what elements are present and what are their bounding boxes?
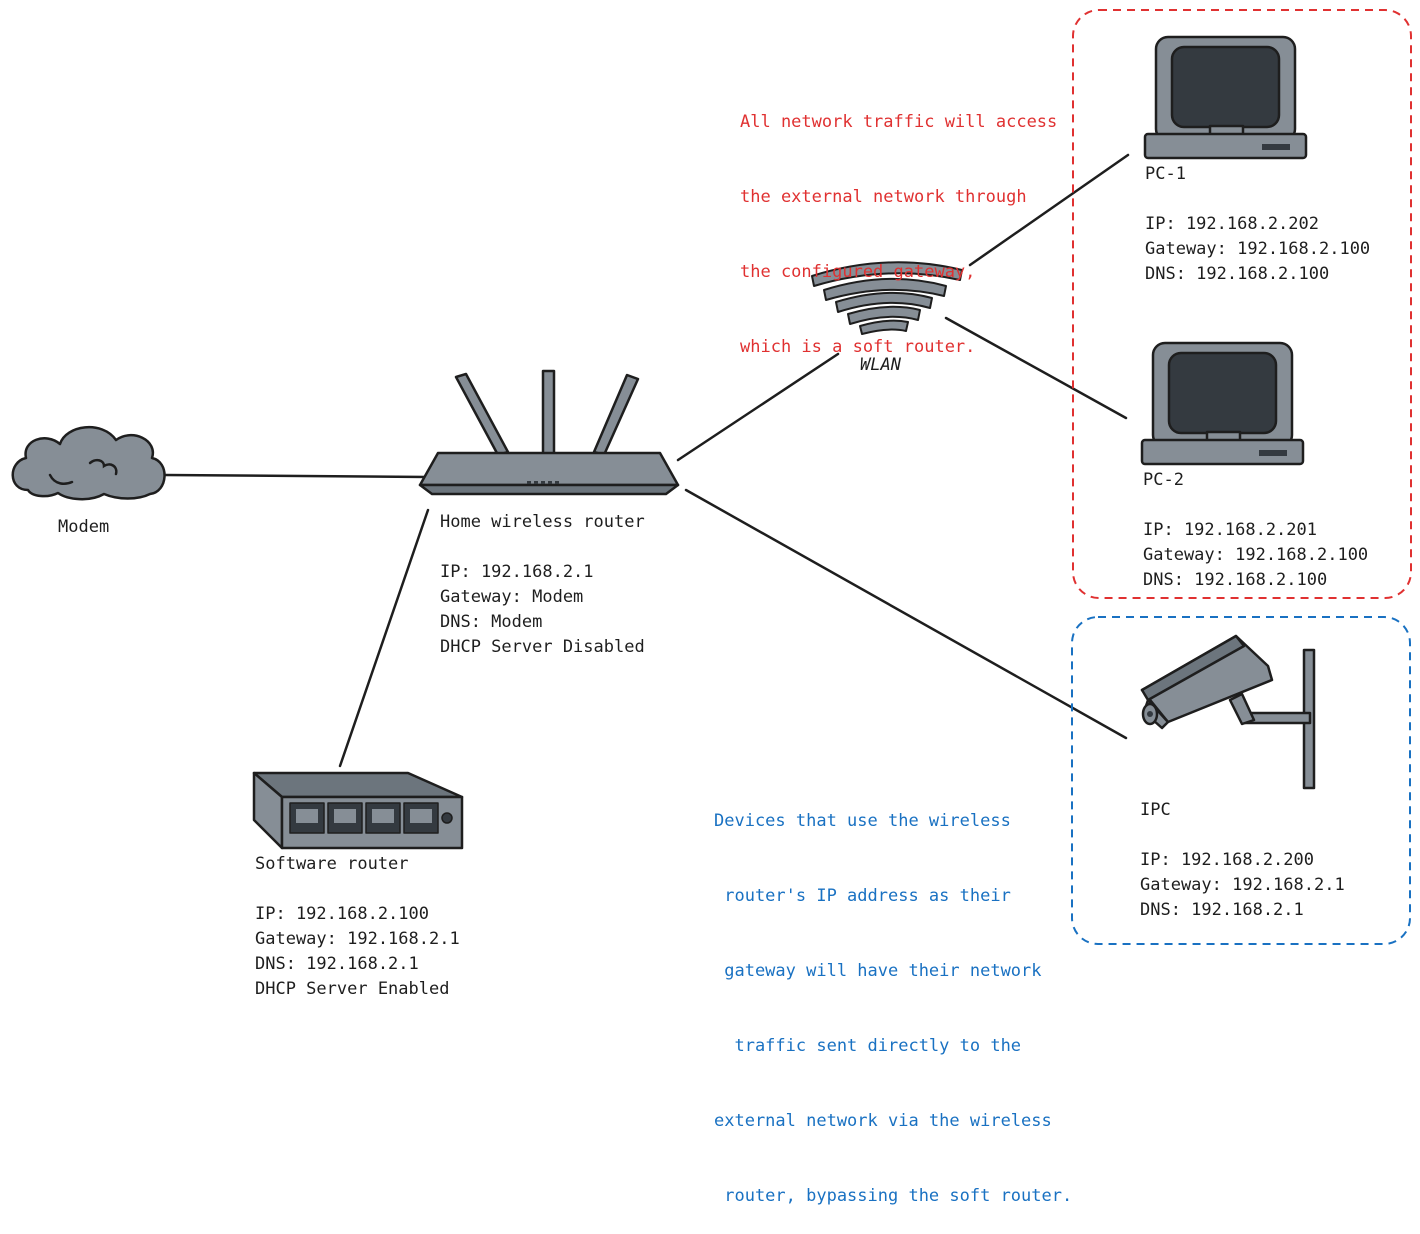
detail-ip: IP: 192.168.2.1 [440, 562, 594, 582]
link-wlan-pc1 [968, 153, 1130, 267]
note-line: the external network through [740, 187, 1027, 207]
network-diagram [11, 9, 1412, 945]
node-name: Home wireless router [440, 512, 645, 532]
detail-ip: IP: 192.168.2.201 [1143, 520, 1317, 540]
detail-dns: DNS: Modem [440, 612, 543, 632]
detail-gateway: Gateway: Modem [440, 587, 584, 607]
detail-gateway: Gateway: 192.168.2.1 [255, 929, 460, 949]
note-line: the configured gateway, [740, 262, 976, 282]
detail-gateway: Gateway: 192.168.2.1 [1140, 875, 1345, 895]
wireless-router-icon [418, 369, 680, 496]
network-switch-icon [252, 771, 464, 850]
link-wlan-pc2 [944, 316, 1128, 420]
cloud-icon [11, 425, 166, 501]
ipc-label: IPC IP: 192.168.2.200 Gateway: 192.168.2… [1140, 798, 1345, 923]
home-router-label: Home wireless router IP: 192.168.2.1 Gat… [440, 510, 645, 660]
note-line: router, bypassing the soft router. [714, 1186, 1073, 1206]
detail-dns: DNS: 192.168.2.100 [1145, 264, 1330, 284]
note-line: gateway will have their network [714, 961, 1042, 981]
modem-label: Modem [58, 515, 109, 540]
detail-ip: IP: 192.168.2.200 [1140, 850, 1314, 870]
node-name: Modem [58, 517, 110, 537]
detail-ip: IP: 192.168.2.100 [255, 904, 429, 924]
wlan-label: WLAN [860, 353, 901, 378]
detail-dhcp: DHCP Server Enabled [255, 979, 450, 999]
detail-dns: DNS: 192.168.2.1 [255, 954, 419, 974]
note-line: which is a soft router. [740, 337, 976, 357]
detail-ip: IP: 192.168.2.202 [1145, 214, 1319, 234]
bypass-note: Devices that use the wireless router's I… [714, 759, 1072, 1234]
link-router-ipc [684, 488, 1128, 740]
detail-gateway: Gateway: 192.168.2.100 [1143, 545, 1369, 565]
note-line: All network traffic will access [740, 112, 1058, 132]
detail-dns: DNS: 192.168.2.100 [1143, 570, 1328, 590]
node-name: PC-1 [1145, 164, 1186, 184]
node-name: Software router [255, 854, 409, 874]
desktop-pc-icon [1140, 341, 1305, 466]
link-router-wlan [676, 352, 840, 462]
desktop-pc-icon [1143, 35, 1308, 160]
node-name: IPC [1140, 800, 1171, 820]
pc1-label: PC-1 IP: 192.168.2.202 Gateway: 192.168.… [1145, 162, 1370, 287]
note-line: Devices that use the wireless [714, 811, 1011, 831]
detail-dns: DNS: 192.168.2.1 [1140, 900, 1304, 920]
detail-gateway: Gateway: 192.168.2.100 [1145, 239, 1371, 259]
note-line: traffic sent directly to the [714, 1036, 1022, 1056]
node-name: WLAN [860, 355, 901, 375]
link-router-software [338, 508, 430, 768]
pc2-label: PC-2 IP: 192.168.2.201 Gateway: 192.168.… [1143, 468, 1368, 593]
link-modem-router [163, 473, 430, 479]
software-router-label: Software router IP: 192.168.2.100 Gatewa… [255, 852, 460, 1002]
note-line: external network via the wireless [714, 1111, 1052, 1131]
node-name: PC-2 [1143, 470, 1184, 490]
detail-dhcp: DHCP Server Disabled [440, 637, 645, 657]
gateway-note: All network traffic will access the exte… [740, 60, 1057, 385]
wifi-icon [811, 261, 963, 335]
pc-group-box [1072, 9, 1412, 599]
ipc-group-box [1071, 616, 1411, 945]
security-camera-icon [1140, 634, 1316, 790]
note-line: router's IP address as their [714, 886, 1011, 906]
